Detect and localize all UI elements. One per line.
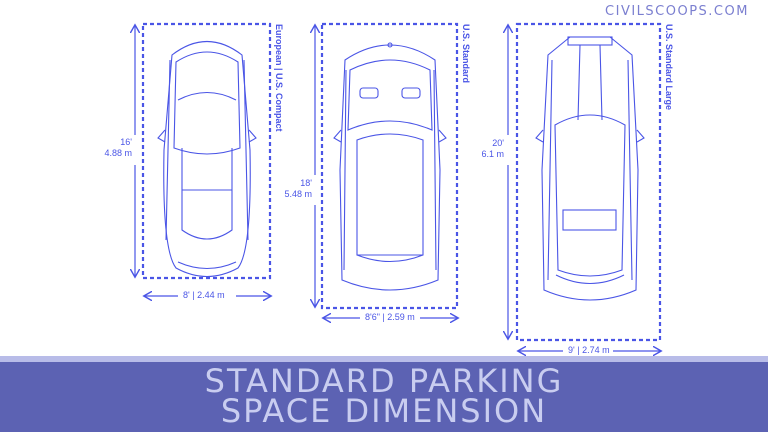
length-m: 5.48 m	[284, 189, 312, 199]
width-label-large: 9' | 2.74 m	[565, 345, 613, 355]
parking-space-large	[508, 22, 660, 351]
length-label-large: 20' 6.1 m	[470, 138, 504, 160]
banner-accent-strip	[0, 356, 768, 362]
length-ft: 18'	[300, 178, 312, 188]
width-label-compact: 8' | 2.44 m	[180, 290, 228, 300]
car-large-icon	[535, 36, 645, 301]
brand-logo-text: CIVILSCOOPS.COM	[605, 4, 749, 19]
length-label-standard: 18' 5.48 m	[278, 178, 312, 200]
title-line-2: SPACE DIMENSION	[220, 392, 548, 430]
length-ft: 20'	[492, 138, 504, 148]
car-standard-icon	[333, 42, 447, 291]
width-label-standard: 8'6" | 2.59 m	[362, 312, 418, 322]
car-compact-icon	[157, 40, 257, 277]
space-name-standard: U.S. Standard	[461, 24, 471, 84]
title-line-1: STANDARD PARKING	[204, 362, 564, 400]
length-m: 4.88 m	[104, 148, 132, 158]
title-banner: STANDARD PARKING SPACE DIMENSION	[0, 362, 768, 432]
length-m: 6.1 m	[481, 149, 504, 159]
length-label-compact: 16' 4.88 m	[100, 137, 132, 159]
parking-diagram	[0, 22, 768, 356]
parking-space-standard	[315, 22, 457, 318]
length-ft: 16'	[120, 137, 132, 147]
space-name-large: U.S. Standard Large	[664, 24, 674, 111]
parking-space-compact	[135, 22, 270, 296]
space-name-compact: European | U.S. Compact	[274, 24, 284, 132]
